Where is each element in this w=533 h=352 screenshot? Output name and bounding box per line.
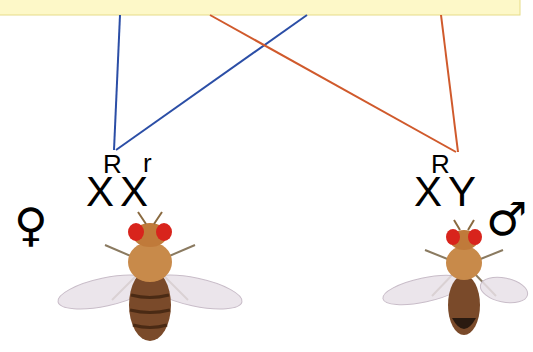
- chromosome-letter: X: [414, 171, 442, 213]
- female-fly: [55, 212, 245, 341]
- inheritance-line: [441, 15, 458, 152]
- inheritance-line: [116, 15, 307, 150]
- chromosome-letter: Y: [448, 171, 476, 213]
- inheritance-line: [114, 15, 120, 150]
- allele-superscript: R: [431, 151, 450, 177]
- chromosome-letter: X: [120, 171, 148, 213]
- allele-superscript: r: [143, 150, 152, 176]
- parent-band: [0, 0, 520, 15]
- sex-symbol: ♂: [486, 196, 527, 242]
- allele-superscript: R: [103, 151, 122, 177]
- inheritance-line: [210, 15, 456, 152]
- chromosome-letter: X: [86, 171, 114, 213]
- sex-symbol: ♀: [14, 202, 48, 248]
